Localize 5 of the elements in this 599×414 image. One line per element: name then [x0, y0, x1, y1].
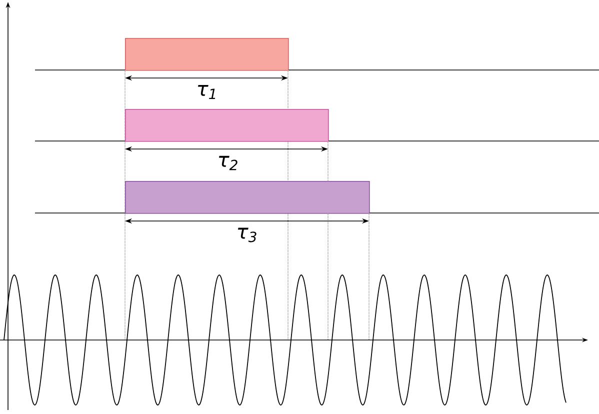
duration-label: τ$_{1}$ — [198, 84, 216, 100]
pulse-bar — [125, 181, 370, 214]
pulse-bar — [125, 38, 289, 71]
duration-label: τ$_{2}$ — [218, 156, 238, 170]
pulse-bar — [125, 109, 329, 142]
